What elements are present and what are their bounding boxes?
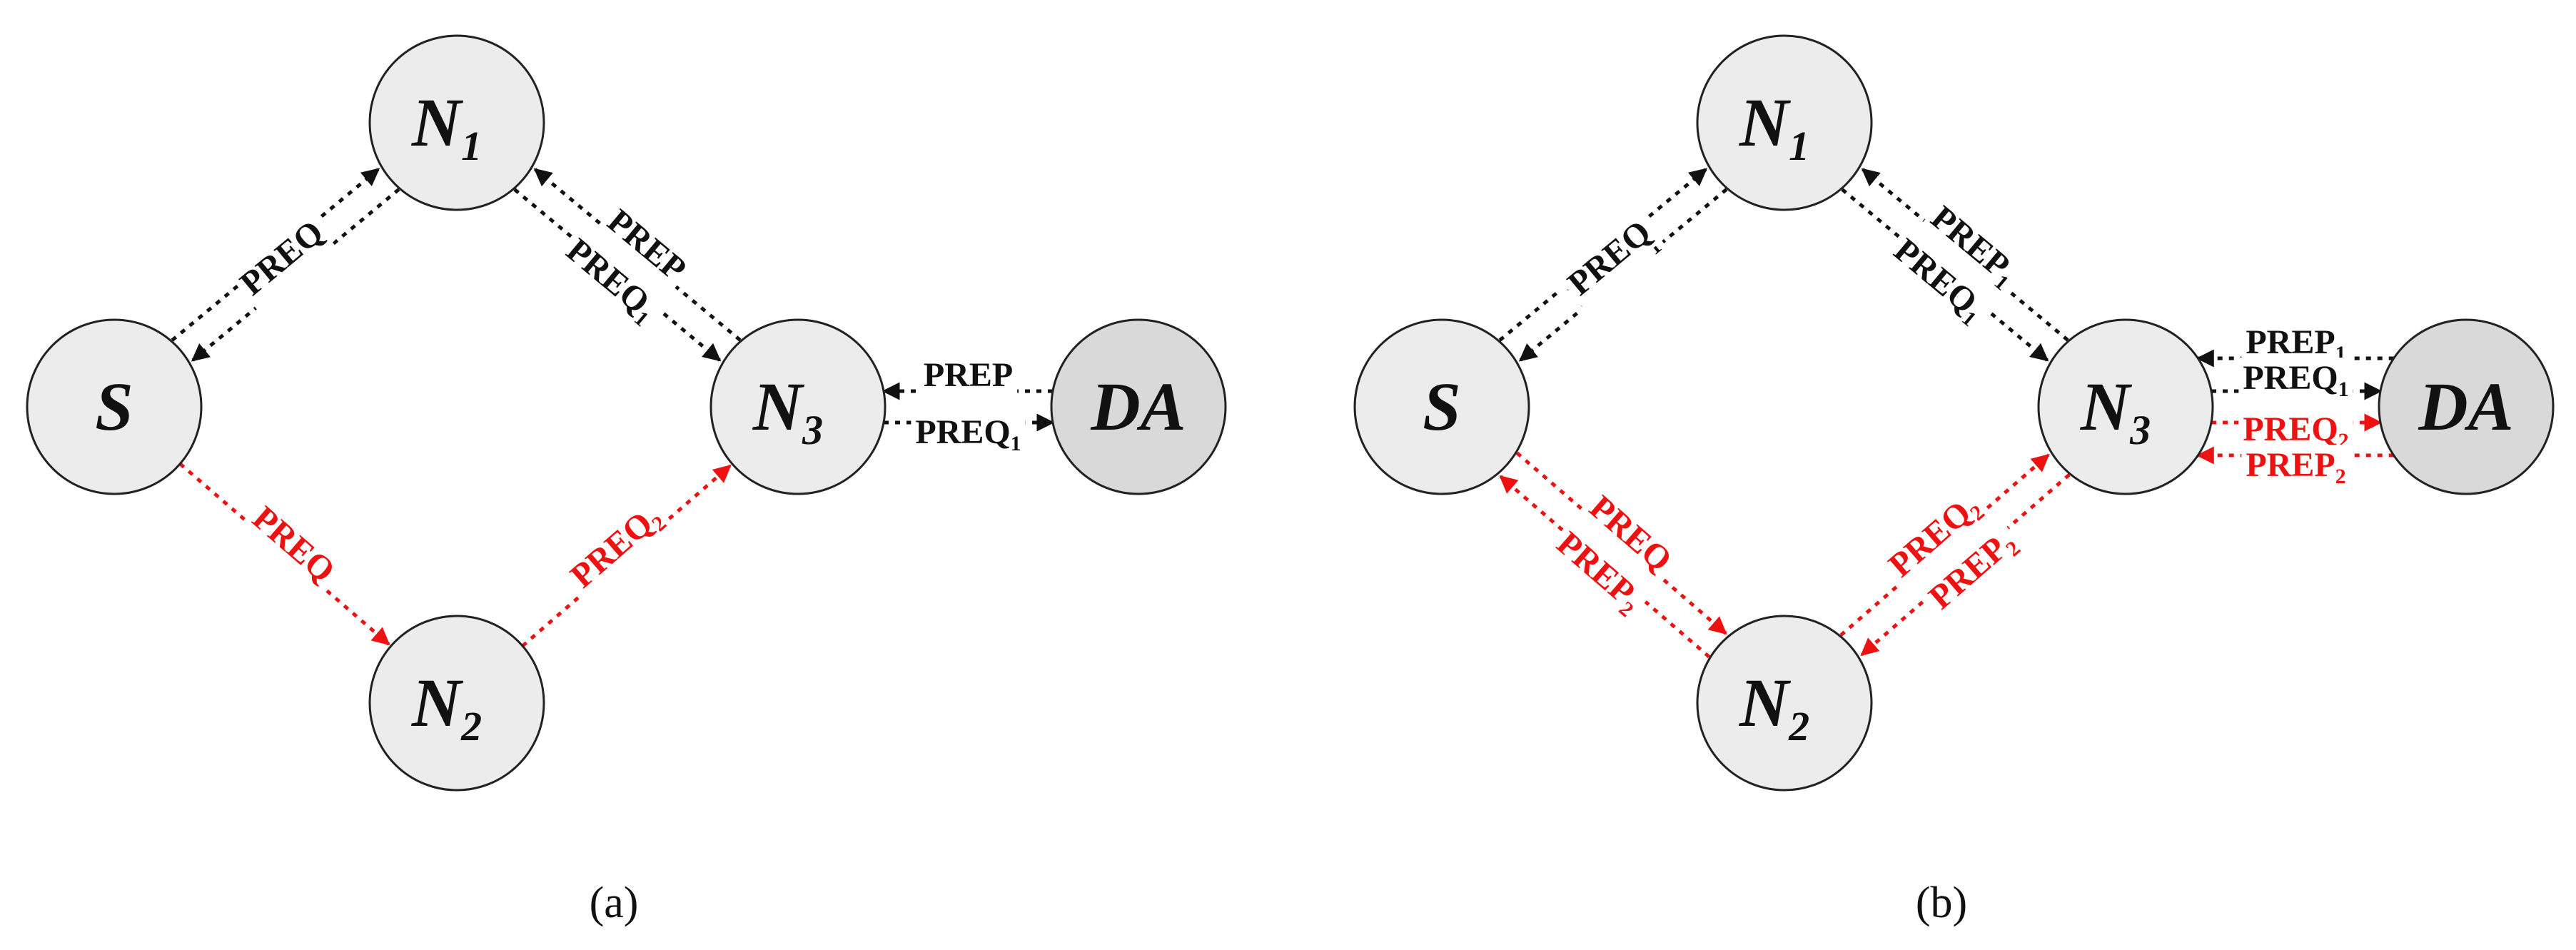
node-label: DA [1090,368,1186,445]
edge-label-bg [552,227,670,335]
edge-label-bg [1542,520,1655,626]
panel-b-node-s: S [1353,318,1530,495]
panel-a-node-s: S [26,318,203,495]
edge-label-bg [559,493,675,602]
node-label: DA [2418,368,2513,445]
node-circle [1696,34,1873,211]
node-label: N2 [1739,665,1809,749]
edge-label-bg [228,209,335,307]
edge-label-bg [911,412,1026,457]
panel-b-caption: (b) [1916,879,1967,927]
labels-layer: PREPPREQPREPPREQ1PREPPREQ1PREQPREQ2PREP1… [228,194,2353,626]
node-circle [26,318,203,495]
edge-label-bg [1917,518,2029,624]
edge-label-bg [1916,194,2029,299]
edge-label: PREP2 [2246,446,2345,488]
edge-label-bg [1556,209,1662,307]
node-circle [709,318,887,495]
edge-label-bg [1879,227,1997,335]
node-label: S [95,368,133,445]
edge-label: PREQ1 [915,413,1021,455]
node-circle [1696,615,1873,792]
edge-label: PREQ [246,499,343,590]
edge-label-bg [1577,484,1684,583]
edge-label: PREQ2 [563,497,671,599]
edge-label-bg [919,355,1018,396]
panel-a-node-n3: N3 [709,318,887,495]
edge-label-bg [241,495,347,594]
edge-label-bg [2241,445,2350,490]
node-label: N2 [411,665,482,749]
edge-label-bg [1877,482,1994,592]
panel-a-node-n1: N1 [368,34,545,211]
edge-label: PREP1 [2246,323,2345,365]
node-label: N1 [1739,84,1809,169]
edge-label: PREQ1 [2243,359,2348,401]
node-circle [2037,318,2214,495]
node-label: N3 [2080,368,2151,453]
node-label: N1 [411,84,482,169]
node-circle [368,34,545,211]
node-circle [1353,318,1530,495]
panel-b-node-n1: N1 [1696,34,1873,211]
node-circle [2378,318,2555,495]
node-label: S [1423,368,1460,445]
panel-a-node-da: DA [1050,318,1227,495]
node-circle [368,615,545,792]
panel-a-node-n2: N2 [368,615,545,792]
edge-label-bg [2238,358,2353,403]
panel-a-caption: (a) [590,879,639,927]
panel-b-node-n2: N2 [1696,615,1873,792]
edge-label-bg [596,198,698,293]
edge-label: PREP [924,356,1013,394]
node-label: N3 [752,368,823,453]
panel-b-node-da: DA [2378,318,2555,495]
node-circle [1050,318,1227,495]
panel-b-node-n3: N3 [2037,318,2214,495]
